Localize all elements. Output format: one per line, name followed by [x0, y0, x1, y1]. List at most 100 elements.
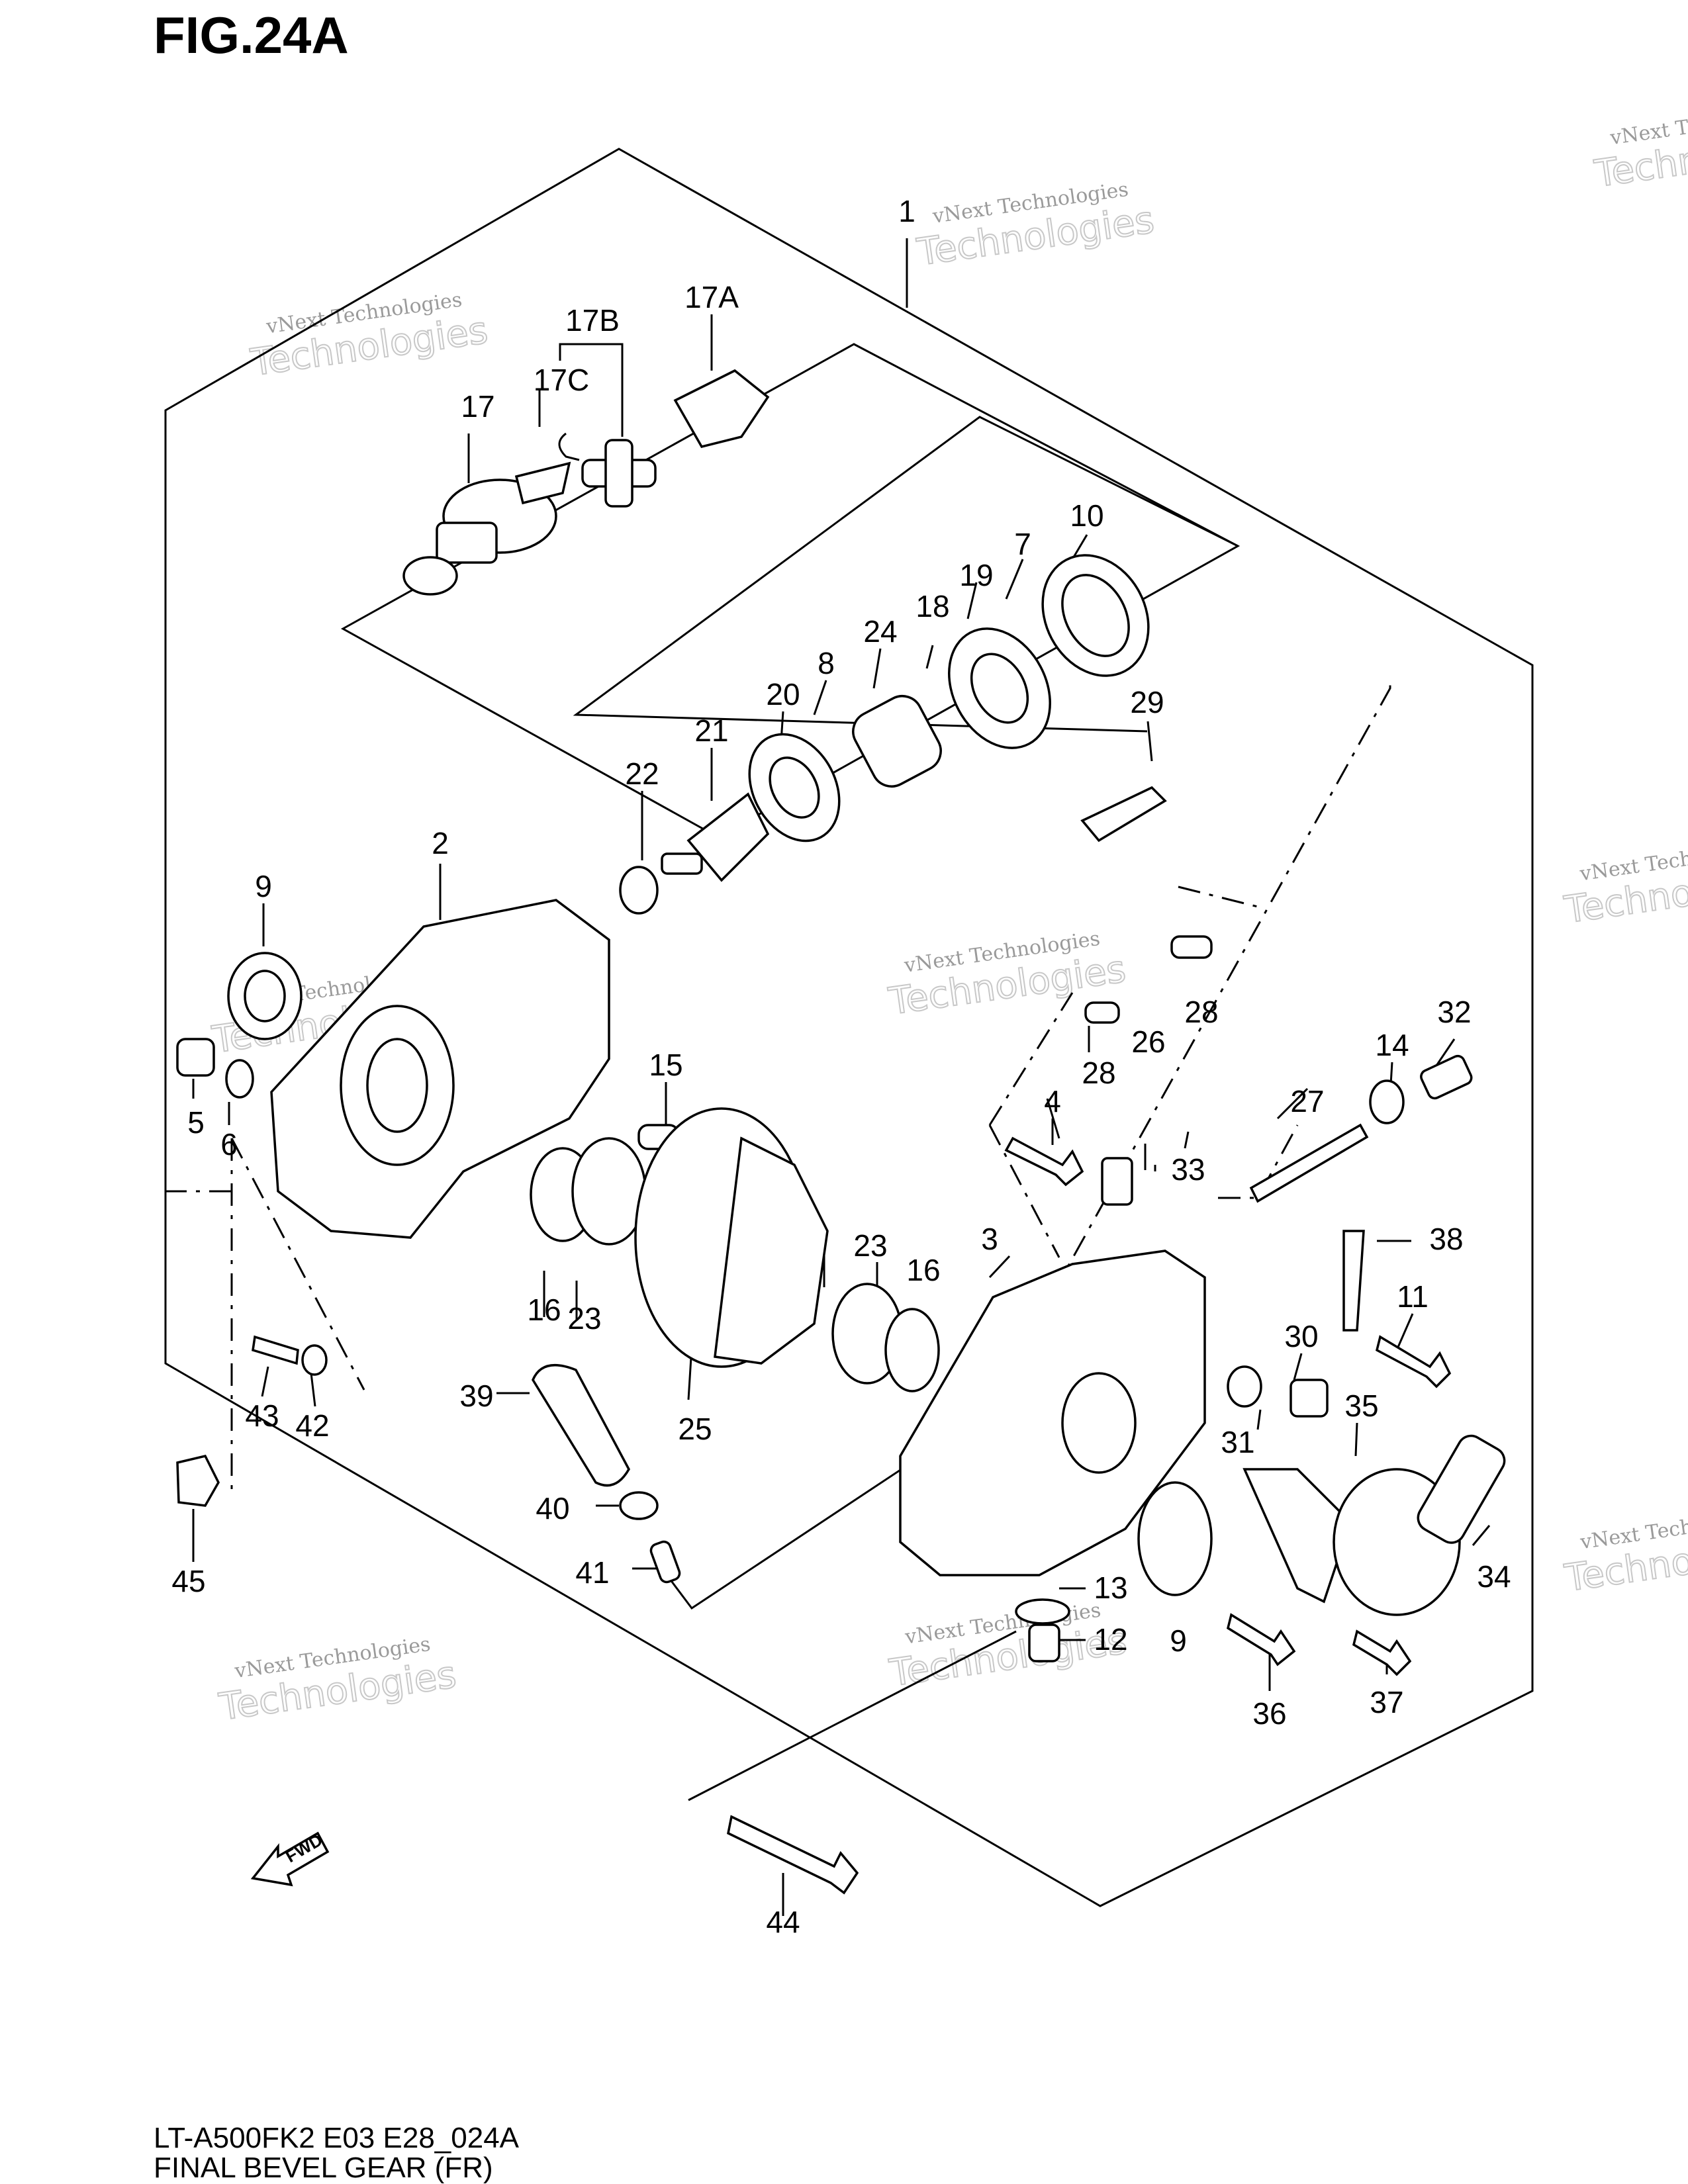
model-code: LT-A500FK2 E03 E28_024A — [154, 2122, 520, 2154]
ring-gear-part — [634, 1107, 829, 1368]
forward-arrow-icon: FWD — [250, 1830, 330, 1887]
callout-23-right: 23 — [853, 1228, 887, 1263]
bolt-part — [1226, 1613, 1296, 1666]
pinion-gear-part — [661, 792, 770, 882]
spring-part — [1084, 1001, 1120, 1024]
callout-25: 25 — [678, 1412, 712, 1446]
shim-part — [884, 1308, 940, 1392]
callout-26: 26 — [1131, 1024, 1165, 1059]
callout-35: 35 — [1344, 1388, 1378, 1423]
spring-part — [1170, 935, 1213, 959]
oil-seal-part — [1041, 554, 1150, 677]
bearing-part — [571, 1137, 647, 1246]
callout-16-right: 16 — [906, 1253, 940, 1287]
bolt-part — [1352, 1629, 1412, 1676]
callout-28-upper: 28 — [1184, 995, 1218, 1029]
callout-38: 38 — [1429, 1222, 1463, 1256]
callout-13: 13 — [1094, 1570, 1127, 1605]
callout-15: 15 — [649, 1048, 682, 1082]
callout-9-right: 9 — [1170, 1623, 1187, 1658]
callout-19: 19 — [959, 558, 993, 592]
gasket-part — [1015, 1598, 1070, 1625]
gasket-part — [225, 1059, 254, 1099]
pinion-group-outline — [573, 416, 1239, 733]
oil-seal-part — [1137, 1481, 1213, 1596]
bracket-part — [1342, 1230, 1365, 1332]
bearing-part — [948, 627, 1051, 749]
callout-4: 4 — [1044, 1084, 1061, 1118]
callout-30: 30 — [1284, 1319, 1318, 1353]
long-bolt-part — [727, 1815, 859, 1895]
switch-part — [1101, 1157, 1133, 1206]
collar-part — [852, 695, 942, 788]
pin-part — [649, 1540, 681, 1584]
oil-seal-part — [227, 952, 303, 1040]
callout-42: 42 — [295, 1408, 329, 1443]
callout-17B: 17B — [565, 303, 620, 338]
clamp-part — [619, 1491, 659, 1520]
needle-bearing-part — [619, 866, 659, 915]
callout-17A: 17A — [684, 280, 739, 314]
callout-10: 10 — [1070, 498, 1103, 533]
callout-39: 39 — [459, 1379, 493, 1413]
shift-gear-part — [1289, 1379, 1329, 1418]
gear-case-housing-part — [270, 899, 610, 1239]
callout-28-lower: 28 — [1082, 1056, 1115, 1090]
universal-joint-part — [558, 369, 770, 508]
nut-part — [176, 1454, 220, 1507]
boot-part — [532, 1364, 630, 1487]
callout-27: 27 — [1290, 1084, 1324, 1118]
sensor-part — [1420, 1054, 1473, 1100]
callout-37: 37 — [1370, 1685, 1403, 1719]
callout-18: 18 — [915, 589, 949, 623]
callout-2: 2 — [432, 826, 449, 860]
callout-24: 24 — [863, 614, 897, 649]
bolt-part — [1004, 1136, 1084, 1187]
gear-case-housing-part — [899, 1250, 1206, 1576]
callout-36: 36 — [1252, 1696, 1286, 1731]
shift-rod-part — [1249, 1123, 1369, 1203]
callout-17C: 17C — [534, 363, 589, 397]
callout-33: 33 — [1171, 1152, 1205, 1187]
o-ring-part — [1227, 1365, 1262, 1408]
callout-41: 41 — [575, 1555, 609, 1590]
yoke-part — [402, 461, 571, 596]
seal-part — [1369, 1079, 1405, 1124]
callout-23-left: 23 — [567, 1301, 601, 1336]
callout-43: 43 — [245, 1398, 279, 1433]
callout-32: 32 — [1437, 995, 1471, 1029]
callout-31: 31 — [1221, 1425, 1254, 1459]
shift-fork-part — [1080, 786, 1167, 842]
figure-title: FIG.24A — [154, 6, 349, 64]
callout-8: 8 — [818, 646, 835, 680]
callout-5: 5 — [187, 1105, 205, 1140]
callout-labels: 1 2 3 4 5 6 7 8 9 9 10 11 12 13 14 15 16… — [171, 194, 1511, 1939]
bearing-part — [748, 733, 841, 842]
callout-40: 40 — [536, 1491, 569, 1525]
callout-6: 6 — [220, 1127, 238, 1161]
bolt-part — [1375, 1335, 1452, 1388]
callout-34: 34 — [1477, 1559, 1511, 1594]
callout-9-left: 9 — [255, 869, 272, 903]
assembly-axis-lines — [165, 678, 1391, 1496]
actuator-part — [1243, 1434, 1506, 1616]
plug-part — [176, 1038, 215, 1077]
bolt-part — [252, 1335, 299, 1365]
callout-20: 20 — [766, 677, 800, 711]
callout-14: 14 — [1375, 1028, 1409, 1062]
assembly-boundary — [164, 148, 1534, 1907]
callout-44: 44 — [766, 1905, 800, 1939]
callout-11: 11 — [1397, 1279, 1429, 1314]
figure-caption: FINAL BEVEL GEAR (FR) — [154, 2152, 493, 2184]
callout-16-left: 16 — [527, 1293, 561, 1327]
callout-3: 3 — [981, 1222, 998, 1256]
callout-29: 29 — [1130, 685, 1164, 719]
washer-part — [301, 1344, 328, 1376]
callout-12: 12 — [1094, 1622, 1127, 1657]
callout-1: 1 — [898, 194, 915, 228]
callout-7: 7 — [1014, 527, 1031, 561]
callout-21: 21 — [694, 713, 728, 748]
callout-22: 22 — [625, 756, 659, 791]
part-drawings — [176, 369, 1506, 1895]
